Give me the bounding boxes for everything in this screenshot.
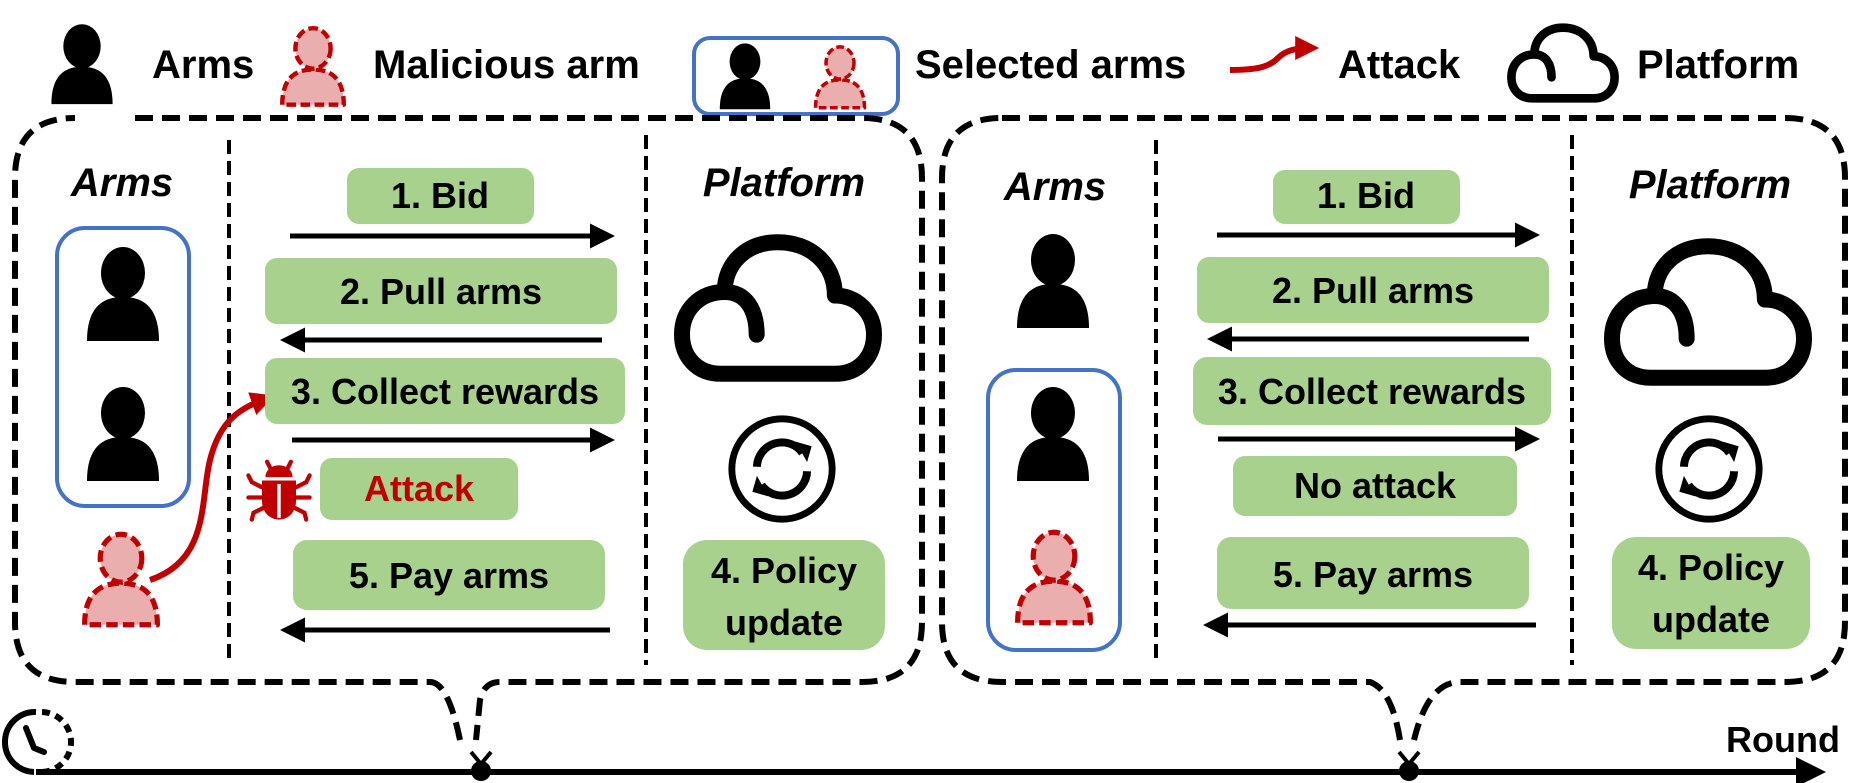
arm-icon (51, 24, 113, 105)
cloud-icon (682, 242, 874, 374)
arm-icon (87, 387, 159, 481)
step-policy-line1: 4. Policy (711, 550, 857, 591)
step-pay-label: 5. Pay arms (349, 555, 549, 596)
step-attack-box (320, 458, 518, 520)
step-policy-line1: 4. Policy (1638, 547, 1784, 588)
step-collect-label: 3. Collect rewards (1218, 371, 1526, 412)
round-1-border (12, 115, 925, 741)
arm-icon (87, 247, 159, 341)
malicious-arm-icon (85, 534, 158, 624)
step-pay-box (293, 540, 605, 610)
step-pay-label: 5. Pay arms (1273, 554, 1473, 595)
step-pay-box (1217, 537, 1529, 609)
selected-arms-group (55, 226, 191, 508)
legend-platform-label: Platform (1637, 43, 1799, 87)
step-bid-label: 1. Bid (1317, 175, 1415, 216)
selected-arms-group (986, 368, 1122, 652)
legend-attack-label: Attack (1338, 43, 1461, 87)
legend-selected-arms-label: Selected arms (915, 43, 1186, 87)
timeline: Round (2, 708, 1840, 783)
step-bid-label: 1. Bid (391, 175, 489, 216)
timeline-label: Round (1726, 719, 1840, 760)
sync-icon (1659, 419, 1759, 519)
step-policy-line2: update (1652, 599, 1770, 640)
arm-icon (1017, 234, 1089, 328)
step-policy-box (683, 540, 885, 650)
sync-icon (732, 419, 832, 519)
clock-icon (2, 708, 74, 776)
attack-arrow (149, 392, 275, 583)
selected-arms-box-icon (692, 36, 900, 116)
step-pull-label: 2. Pull arms (340, 271, 542, 312)
round-1-marker (471, 761, 491, 781)
step-collect-box (1193, 357, 1551, 425)
legend-malicious-arm-label: Malicious arm (373, 43, 640, 87)
step-pull-box (1197, 257, 1549, 323)
round-1-arrowhead (469, 750, 493, 768)
malicious-arm-icon (282, 28, 344, 105)
step-pull-box (265, 258, 617, 324)
round-2-border (939, 115, 1848, 741)
bug-icon (248, 462, 309, 520)
step-collect-box (265, 358, 625, 424)
selected-arm-icon (719, 43, 771, 110)
attack-arrow-icon (1229, 36, 1320, 73)
legend-arms-label: Arms (152, 43, 254, 87)
step-policy-box (1612, 537, 1810, 649)
cloud-icon (1612, 246, 1804, 378)
platform-title: Platform (703, 161, 865, 205)
round-panel-2: Arms 1. Bid 2. Pull arms 3. Collect rewa… (939, 115, 1848, 741)
arm-icon (1017, 387, 1089, 481)
step-no-attack-box (1233, 456, 1517, 516)
step-no-attack-label: No attack (1294, 465, 1457, 506)
step-policy-line2: update (725, 602, 843, 643)
round-2-arrowhead (1397, 750, 1421, 768)
arms-title: Arms (70, 161, 173, 205)
round-2-marker (1399, 761, 1419, 781)
platform-title: Platform (1629, 163, 1791, 207)
cloud-icon (1511, 28, 1614, 99)
round-panel-1: Arms 1. Bid 2. Pull arms 3. Collect rewa… (12, 115, 925, 741)
legend: Arms Malicious arm Selected arms Attack … (51, 24, 1799, 116)
step-attack-label: Attack (364, 468, 475, 509)
arms-title: Arms (1003, 165, 1106, 209)
step-collect-label: 3. Collect rewards (291, 371, 599, 412)
step-pull-label: 2. Pull arms (1272, 270, 1474, 311)
selected-malicious-arm-icon (816, 47, 865, 108)
malicious-arm-icon (1018, 532, 1091, 622)
step-bid-box (347, 168, 534, 224)
step-bid-box (1273, 170, 1460, 224)
